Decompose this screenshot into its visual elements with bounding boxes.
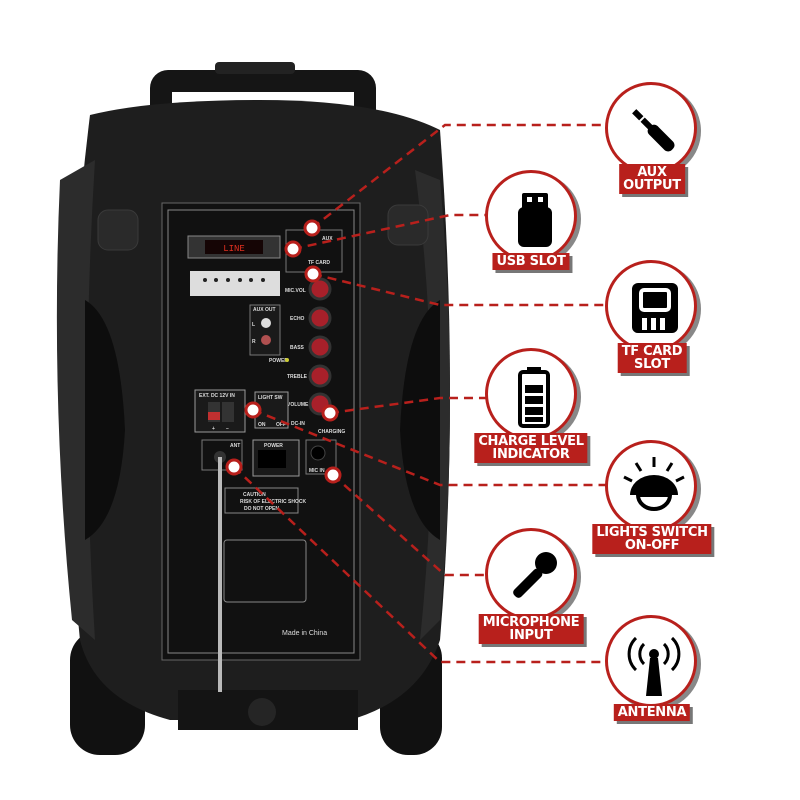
svg-text:+: + (212, 426, 215, 432)
caution-label (224, 487, 299, 514)
svg-text:R: R (252, 339, 256, 345)
microphone-icon (513, 552, 557, 598)
callout-label: ANTENNA (613, 704, 691, 721)
aux-out-jacks (249, 304, 281, 356)
svg-text:POWER: POWER (269, 358, 288, 364)
callout-usb-slot (485, 170, 577, 262)
mic-jack (305, 439, 337, 475)
aux-jack-icon (632, 109, 675, 152)
battery-icon (518, 367, 550, 428)
hotspot-dots (225, 219, 342, 484)
display-text: LINE (223, 244, 245, 254)
svg-text:MIC IN: MIC IN (309, 468, 325, 474)
svg-text:−: − (226, 426, 229, 432)
antenna-rod (218, 457, 222, 692)
svg-text:ANT: ANT (230, 443, 240, 449)
svg-text:LIGHT SW: LIGHT SW (258, 395, 283, 401)
svg-text:EXT. DC 12V IN: EXT. DC 12V IN (199, 393, 235, 399)
callout-label: USB SLOT (492, 253, 570, 270)
callout-charge-level (485, 348, 577, 440)
callout-microphone (485, 528, 577, 620)
leader-lines (233, 123, 608, 664)
svg-text:CAUTION: CAUTION (243, 492, 266, 498)
svg-text:RISK OF ELECTRIC SHOCK: RISK OF ELECTRIC SHOCK (240, 499, 307, 505)
usb-drive-icon (518, 193, 552, 247)
svg-text:CHARGING: CHARGING (318, 429, 345, 435)
svg-text:AUX: AUX (322, 236, 333, 242)
callout-antenna (605, 615, 697, 707)
svg-text:DO NOT OPEN: DO NOT OPEN (244, 506, 279, 512)
svg-text:POWER: POWER (264, 443, 283, 449)
callout-lights-switch (605, 440, 697, 532)
svg-text:L: L (252, 322, 255, 328)
antenna-icon (627, 636, 681, 696)
knob-label: MIC.VOL (285, 288, 306, 294)
knob-label: VOLUME (287, 402, 309, 408)
svg-text:DC-IN: DC-IN (291, 421, 305, 427)
media-buttons[interactable] (190, 271, 280, 296)
sd-card-icon (632, 283, 678, 333)
knob-label: ECHO (290, 316, 305, 322)
knob-label: BASS (290, 345, 305, 351)
svg-text:OFF: OFF (276, 422, 286, 428)
light-icon (623, 457, 685, 511)
svg-text:TF CARD: TF CARD (308, 260, 330, 266)
callout-aux-output (605, 82, 697, 174)
made-in-text: Made in China (282, 630, 327, 637)
svg-text:AUX OUT: AUX OUT (253, 307, 276, 313)
callout-tf-card (605, 260, 697, 352)
knob-label: TREBLE (287, 374, 308, 380)
svg-text:ON: ON (258, 422, 266, 428)
